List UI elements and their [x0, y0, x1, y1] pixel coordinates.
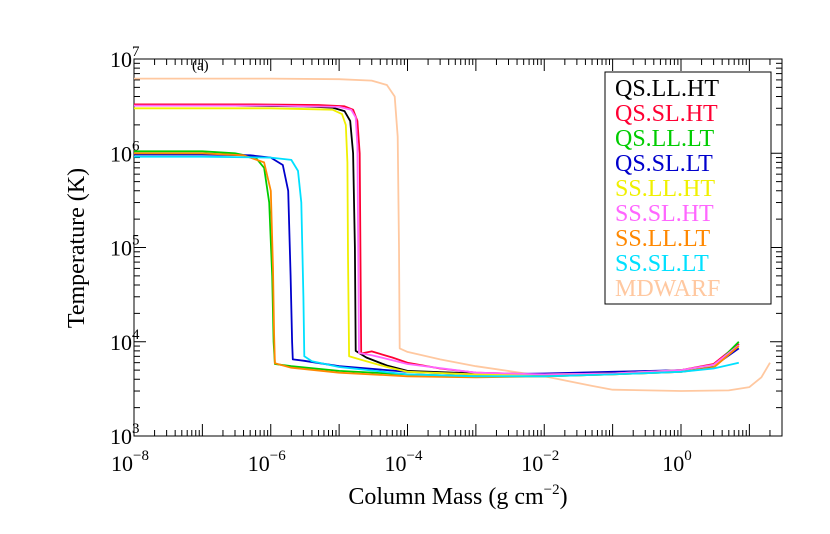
x-tick-label: 100: [662, 448, 692, 476]
panel-label: (a): [192, 58, 209, 74]
legend-entry: QS.SL.HT: [615, 101, 718, 127]
y-tick-labels: 103 104 105 106 107: [110, 44, 140, 449]
y-tick-label: 105: [110, 233, 140, 261]
legend: QS.LL.HTQS.SL.HTQS.LL.LTQS.SL.LTSS.LL.HT…: [615, 76, 720, 302]
x-tick-label: 10−6: [248, 448, 286, 476]
legend-entry: SS.LL.LT: [615, 226, 710, 252]
y-tick-label: 106: [110, 138, 140, 166]
legend-box: [604, 71, 772, 305]
legend-entry: SS.SL.LT: [615, 251, 709, 277]
x-tick-label: 10−2: [521, 448, 559, 476]
y-axis-label: Temperature (K): [64, 168, 90, 328]
y-tick-label: 107: [110, 44, 140, 72]
x-tick-label: 10−8: [111, 448, 149, 476]
x-tick-label: 10−4: [385, 448, 423, 476]
legend-entry: SS.LL.HT: [615, 176, 715, 202]
series-line-ss-sl-ht: [134, 104, 740, 376]
legend-entry: MDWARF: [615, 276, 720, 302]
series-lines: [134, 77, 771, 392]
y-tick-label: 103: [110, 421, 140, 449]
legend-entry: SS.SL.HT: [615, 201, 714, 227]
x-tick-labels: 10−8 10−6 10−4 10−2 100: [111, 448, 692, 476]
series-line-mdwarf: [134, 77, 771, 392]
y-tick-label: 104: [110, 327, 140, 355]
series-line-ss-sl-lt: [134, 155, 740, 378]
axis-ticks: [133, 58, 783, 437]
legend-entry: QS.SL.LT: [615, 151, 713, 177]
x-axis-label: Column Mass (g cm−2): [348, 482, 567, 510]
legend-entry: QS.LL.LT: [615, 126, 714, 152]
legend-entry: QS.LL.HT: [615, 76, 719, 102]
